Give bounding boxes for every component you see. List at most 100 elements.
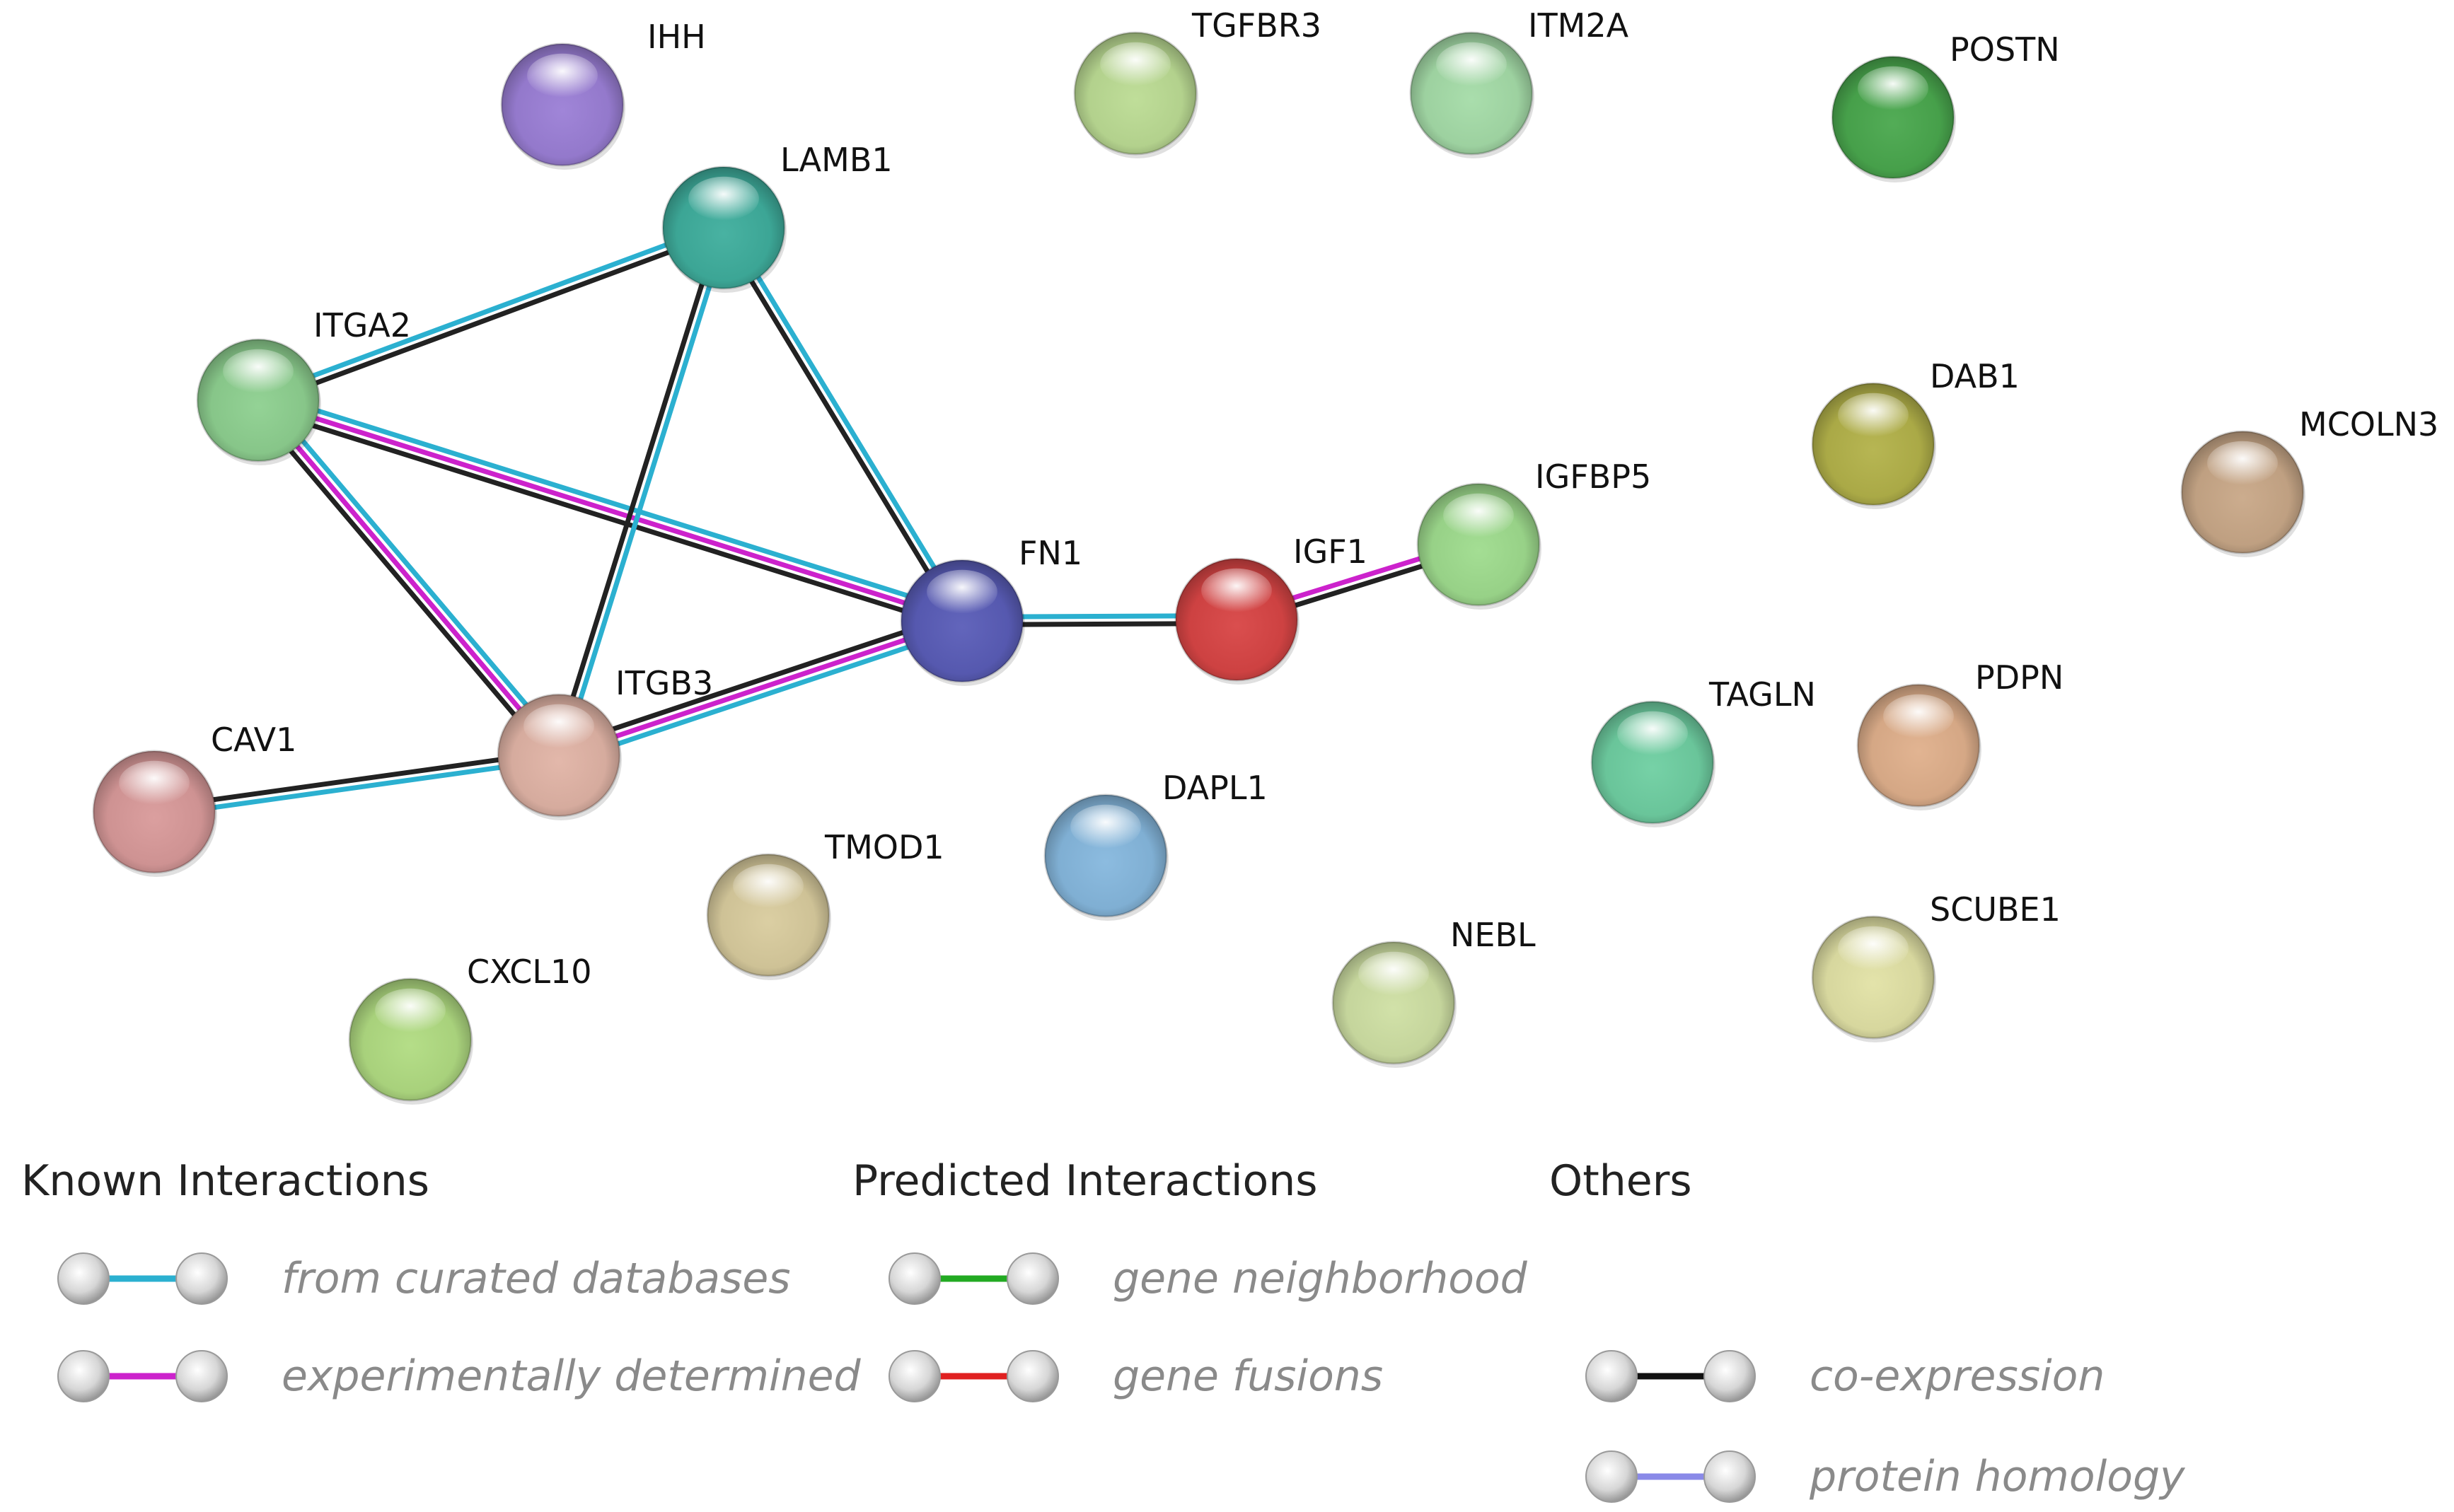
legend-bead xyxy=(175,1350,228,1402)
edge-line-curated xyxy=(560,226,730,760)
node-pdpn[interactable]: PDPN xyxy=(1856,658,2064,810)
node-highlight xyxy=(733,863,804,908)
edge-line-coexpression xyxy=(554,611,963,751)
edge-line-curated xyxy=(261,392,567,753)
node-label: DAB1 xyxy=(1930,357,2020,395)
node-postn[interactable]: POSTN xyxy=(1831,30,2060,182)
node-cav1[interactable]: CAV1 xyxy=(92,721,296,877)
node-label: NEBL xyxy=(1450,916,1536,954)
node-outline xyxy=(1416,482,1541,607)
node-outline xyxy=(1590,700,1715,825)
node-outline xyxy=(1073,31,1198,156)
edge-line-coexpression xyxy=(257,228,728,407)
edge-itga2-itgb3[interactable] xyxy=(250,392,567,763)
node-label: IHH xyxy=(647,18,706,56)
node-highlight xyxy=(1838,392,1909,437)
node-outline xyxy=(497,693,621,818)
node-outline xyxy=(1331,941,1456,1065)
edge-line-coexpression xyxy=(151,749,561,811)
legend-heading: Predicted Interactions xyxy=(852,1156,1318,1206)
node-outline xyxy=(1811,382,1935,506)
edge-lamb1-itgb3[interactable] xyxy=(552,223,730,760)
node-dab1[interactable]: DAB1 xyxy=(1811,357,2020,509)
node-highlight xyxy=(1100,42,1171,86)
legend-label: gene fusions xyxy=(1113,1351,1383,1401)
node-highlight xyxy=(119,760,190,805)
node-itm2a[interactable]: ITM2A xyxy=(1409,6,1629,158)
edges-layer xyxy=(151,221,1483,818)
edge-itgb3-cav1[interactable] xyxy=(151,749,562,818)
edge-line-curated xyxy=(257,390,967,617)
node-highlight xyxy=(223,349,294,393)
node-dapl1[interactable]: DAPL1 xyxy=(1043,769,1268,921)
node-label: IGF1 xyxy=(1293,533,1367,571)
node-ihh[interactable]: IHH xyxy=(500,18,706,170)
node-fn1[interactable]: FN1 xyxy=(900,534,1082,686)
node-label: TMOD1 xyxy=(824,828,944,866)
node-outline xyxy=(900,559,1024,683)
legend-item-co-expression: co-expression xyxy=(1585,1350,2105,1402)
legend-label: experimentally determined xyxy=(282,1351,862,1401)
legend-label: co-expression xyxy=(1810,1351,2105,1401)
edge-itga2-fn1[interactable] xyxy=(253,390,967,631)
node-mcoln3[interactable]: MCOLN3 xyxy=(2180,405,2438,557)
legend-bead xyxy=(1585,1450,1638,1503)
node-highlight xyxy=(1201,568,1272,612)
node-outline xyxy=(1043,793,1168,918)
legend-item-experimentally-determined: experimentally determined xyxy=(57,1350,862,1402)
node-tgfbr3[interactable]: TGFBR3 xyxy=(1073,6,1321,158)
node-highlight xyxy=(1358,951,1429,996)
node-highlight xyxy=(375,988,446,1033)
edge-fn1-itgb3[interactable] xyxy=(554,611,967,765)
node-label: PDPN xyxy=(1975,658,2064,697)
node-label: TGFBR3 xyxy=(1191,6,1321,45)
node-label: ITGB3 xyxy=(615,664,713,702)
node-igfbp5[interactable]: IGFBP5 xyxy=(1416,458,1651,610)
node-highlight xyxy=(1617,711,1688,755)
node-cxcl10[interactable]: CXCL10 xyxy=(348,953,592,1105)
node-label: MCOLN3 xyxy=(2299,405,2438,443)
edge-lamb1-fn1[interactable] xyxy=(717,223,968,626)
edge-itga2-lamb1[interactable] xyxy=(254,221,728,407)
node-outline xyxy=(1856,683,1981,808)
node-label: POSTN xyxy=(1950,30,2060,69)
node-highlight xyxy=(1858,66,1928,110)
node-outline xyxy=(1409,31,1534,156)
node-tmod1[interactable]: TMOD1 xyxy=(706,828,944,980)
node-scube1[interactable]: SCUBE1 xyxy=(1811,890,2061,1042)
node-highlight xyxy=(1443,493,1514,537)
legend-bead xyxy=(1703,1450,1756,1503)
node-highlight xyxy=(688,176,759,221)
legend-bead xyxy=(175,1252,228,1305)
node-igf1[interactable]: IGF1 xyxy=(1174,533,1367,685)
node-label: IGFBP5 xyxy=(1535,458,1651,496)
legend-item-gene-neighborhood: gene neighborhood xyxy=(889,1252,1528,1305)
node-highlight xyxy=(1070,804,1141,849)
node-label: ITM2A xyxy=(1528,6,1629,45)
legend-bead xyxy=(57,1252,110,1305)
node-highlight xyxy=(2207,441,2278,485)
node-label: TAGLN xyxy=(1708,675,1816,714)
node-label: LAMB1 xyxy=(780,141,893,179)
node-itga2[interactable]: ITGA2 xyxy=(196,306,411,465)
legend-label: from curated databases xyxy=(282,1254,791,1303)
node-outline xyxy=(500,42,625,167)
node-nebl[interactable]: NEBL xyxy=(1331,916,1536,1068)
legend-label: protein homology xyxy=(1809,1452,2186,1501)
node-highlight xyxy=(1883,694,1954,738)
node-highlight xyxy=(523,704,594,748)
node-label: FN1 xyxy=(1019,534,1082,572)
node-lamb1[interactable]: LAMB1 xyxy=(661,141,893,293)
edge-line-coexpression xyxy=(717,227,961,626)
node-itgb3[interactable]: ITGB3 xyxy=(497,664,713,820)
node-outline xyxy=(1831,55,1955,180)
legend-bead xyxy=(57,1350,110,1402)
edge-line-coexpression xyxy=(250,402,556,763)
edge-line-curated xyxy=(724,223,968,622)
edge-line-curated xyxy=(558,625,967,765)
node-tagln[interactable]: TAGLN xyxy=(1590,675,1816,827)
